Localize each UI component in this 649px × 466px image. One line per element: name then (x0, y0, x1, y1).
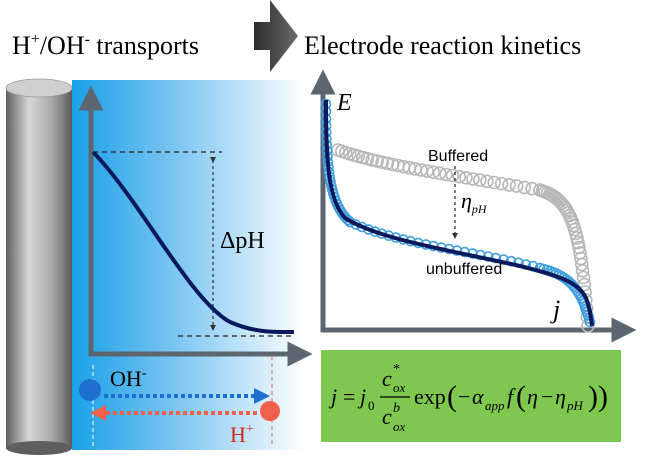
left-title-h: H (12, 31, 31, 60)
buffered-marker (502, 178, 516, 192)
rate-equation-box: j = j 0 c * ox c b ox exp ( − α app f ( … (321, 350, 621, 442)
ph-profile-curve (91, 150, 295, 335)
eq-exp: exp (414, 384, 446, 409)
buffered-marker (480, 174, 494, 189)
buffered-marker (466, 172, 480, 186)
left-title-transports: transports (90, 31, 199, 60)
h-label-text: H (230, 422, 246, 447)
buffered-marker (420, 164, 434, 178)
eq-open-paren-inner: ( (516, 380, 526, 413)
h-label: H+ (230, 422, 254, 447)
buffered-marker (517, 180, 532, 195)
right-title: Electrode reaction kinetics (304, 31, 581, 60)
eq-denominator-sub: ox (393, 419, 406, 434)
left-title: H+/OH- transports (12, 31, 199, 60)
unbuffered-label: unbuffered (426, 261, 502, 278)
j-axis-label: j (550, 295, 560, 324)
eq-open-paren-outer: ( (447, 380, 457, 413)
eq-equals: = (343, 384, 355, 409)
eq-close-parens: )) (588, 380, 608, 413)
buffered-marker (473, 173, 487, 187)
eq-minus-inner: − (541, 384, 553, 409)
eta-ph-symbol: η (461, 188, 472, 213)
buffered-marker (574, 257, 589, 272)
buffered-marker (452, 169, 467, 184)
buffered-marker (375, 155, 389, 169)
buffered-marker (576, 270, 591, 285)
buffered-marker (509, 179, 524, 193)
eq-numerator-sup: * (393, 362, 400, 377)
buffered-marker (365, 153, 380, 167)
eq-eta-ph: η (555, 384, 566, 409)
unbuffered-light-curve (320, 98, 596, 328)
eq-lhs: j (328, 384, 337, 409)
buffered-marker (445, 168, 460, 183)
eq-j0-sub: 0 (368, 398, 375, 413)
eq-alpha: α (472, 384, 484, 409)
buffered-marker (439, 167, 453, 182)
electrode-cylinder (5, 78, 73, 455)
oh-label: OH- (110, 366, 147, 391)
oh-label-sup: - (142, 366, 147, 381)
eq-alpha-sub: app (485, 398, 505, 413)
left-title-oh: /OH (40, 31, 85, 60)
eq-denominator: c (382, 404, 392, 429)
eq-denominator-sup: b (393, 401, 400, 416)
right-panel: Electrode reaction kinetics E j Buffered… (304, 31, 637, 343)
buffered-marker (487, 175, 502, 190)
eq-eta: η (527, 384, 538, 409)
eq-minus: − (458, 384, 470, 409)
buffered-marker (426, 165, 441, 179)
oh-label-text: OH (110, 366, 142, 391)
eta-ph-subscript: pH (471, 202, 488, 216)
buffered-marker (571, 235, 585, 250)
left-title-sup-plus: + (31, 31, 40, 48)
transition-arrow (254, 0, 298, 72)
e-axis-label: E (336, 90, 352, 116)
buffered-marker (432, 166, 447, 181)
eta-ph-label: ηpH (461, 188, 488, 216)
eq-numerator: c (382, 366, 392, 391)
eq-j0: j (357, 384, 366, 409)
buffered-marker (525, 181, 539, 196)
buffered-label: Buffered (428, 148, 488, 165)
buffered-marker (370, 154, 384, 168)
buffered-marker (575, 263, 590, 278)
buffered-marker (459, 171, 473, 185)
oh-source-circle (79, 379, 101, 401)
eq-numerator-sub: ox (393, 380, 406, 395)
left-panel: H+/OH- transports ΔpH OH- H+ (5, 31, 313, 455)
buffered-marker (494, 176, 509, 191)
h-source-circle (260, 401, 280, 421)
h-label-sup: + (246, 422, 254, 437)
unbuffered-curve (324, 99, 594, 327)
eq-f: f (507, 384, 516, 409)
delta-ph-label: ΔpH (220, 228, 265, 254)
eq-eta-ph-sub: pH (566, 398, 584, 413)
left-title-sup-minus: - (85, 31, 90, 48)
